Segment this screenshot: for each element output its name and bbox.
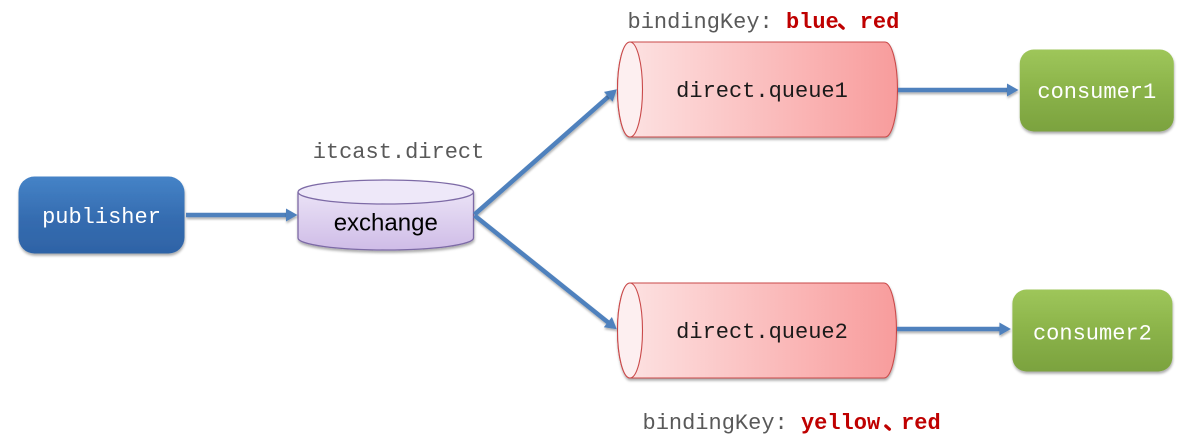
svg-text:red: red: [860, 10, 900, 35]
svg-text:bindingKey: yellow: bindingKey: yellow: [643, 411, 881, 436]
svg-text:bindingKey: blue: bindingKey: blue: [628, 10, 839, 35]
svg-text:consumer1: consumer1: [1037, 80, 1156, 105]
svg-text:consumer2: consumer2: [1033, 322, 1152, 347]
svg-text:exchange: exchange: [334, 210, 438, 237]
svg-text:direct.queue1: direct.queue1: [676, 79, 848, 104]
svg-text:red: red: [901, 411, 941, 436]
svg-text:publisher: publisher: [42, 205, 161, 230]
svg-text:direct.queue2: direct.queue2: [676, 320, 848, 345]
svg-text:itcast.direct: itcast.direct: [313, 140, 485, 165]
